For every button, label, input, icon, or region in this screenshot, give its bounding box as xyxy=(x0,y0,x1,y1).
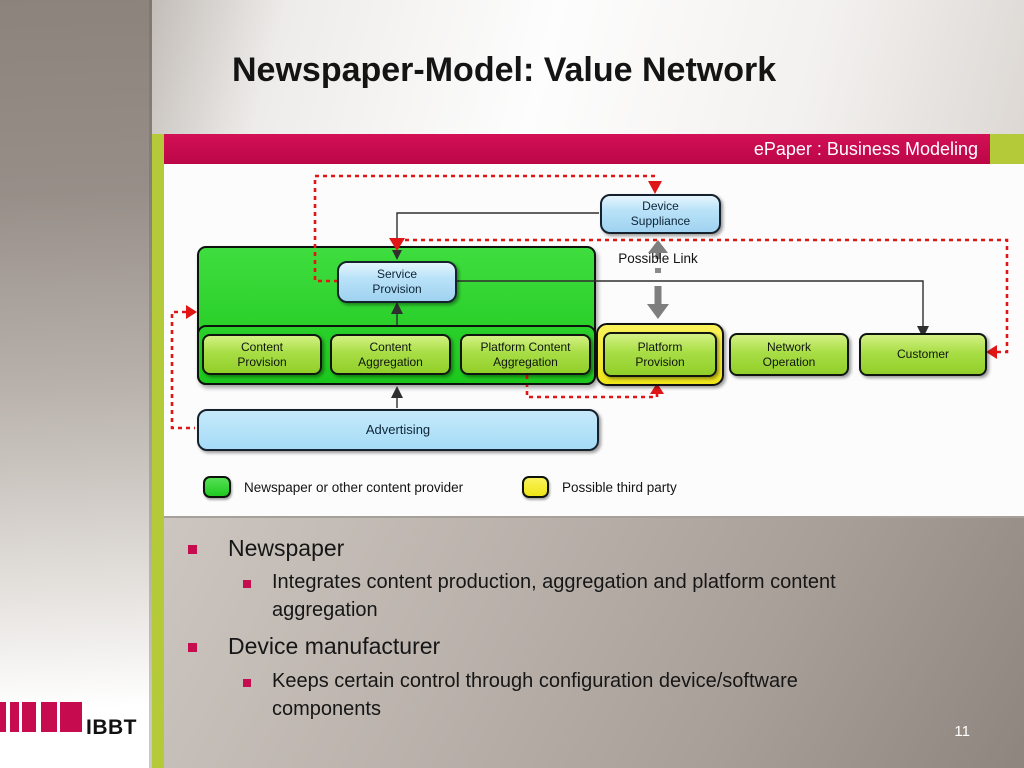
provision-row-outline xyxy=(197,325,596,385)
bullet-text-level1: Newspaper xyxy=(228,535,345,561)
bullets-panel xyxy=(164,516,1024,768)
bullet-text-level1: Device manufacturer xyxy=(228,633,441,659)
page-title: Newspaper-Model: Value Network xyxy=(232,51,777,89)
box-platform-provision: Platform Provision xyxy=(603,332,717,377)
logo-bar xyxy=(10,702,19,732)
box-content-aggregation: Content Aggregation xyxy=(330,334,451,375)
left-gradient-column xyxy=(0,0,152,768)
box-device-suppliance: Device Suppliance xyxy=(600,194,721,234)
box-network-operation: Network Operation xyxy=(729,333,849,376)
logo-bar xyxy=(41,702,57,732)
lime-vertical-stripe xyxy=(152,134,164,768)
legend-swatch-yellow xyxy=(522,476,549,498)
section-banner: ePaper : Business Modeling xyxy=(164,134,990,164)
logo-bar xyxy=(60,702,82,732)
ibbt-logo-text: IBBT xyxy=(86,716,137,739)
banner-lime-block xyxy=(990,134,1024,164)
possible-link-label: Possible Link xyxy=(618,251,698,266)
box-customer: Customer xyxy=(859,333,987,376)
bullet-marker xyxy=(188,545,197,554)
box-advertising: Advertising xyxy=(197,409,599,451)
bullet-marker xyxy=(188,643,197,652)
logo-bar xyxy=(0,702,6,732)
legend-label-yellow: Possible third party xyxy=(562,480,677,495)
box-platform-content-aggregation: Platform Content Aggregation xyxy=(460,334,591,375)
logo-bar xyxy=(22,702,36,732)
box-service-provision: Service Provision xyxy=(337,261,457,303)
page-number: 11 xyxy=(954,723,970,740)
legend-label-green: Newspaper or other content provider xyxy=(244,480,464,495)
bullet-text-level2: Keeps certain control through configurat… xyxy=(272,670,798,720)
bullet-marker xyxy=(243,679,251,687)
title-band xyxy=(152,0,1024,134)
bullet-marker xyxy=(243,580,251,588)
legend-swatch-green xyxy=(203,476,231,498)
bullet-text-level2: Integrates content production, aggregati… xyxy=(272,571,836,621)
box-content-provision: Content Provision xyxy=(202,334,322,375)
